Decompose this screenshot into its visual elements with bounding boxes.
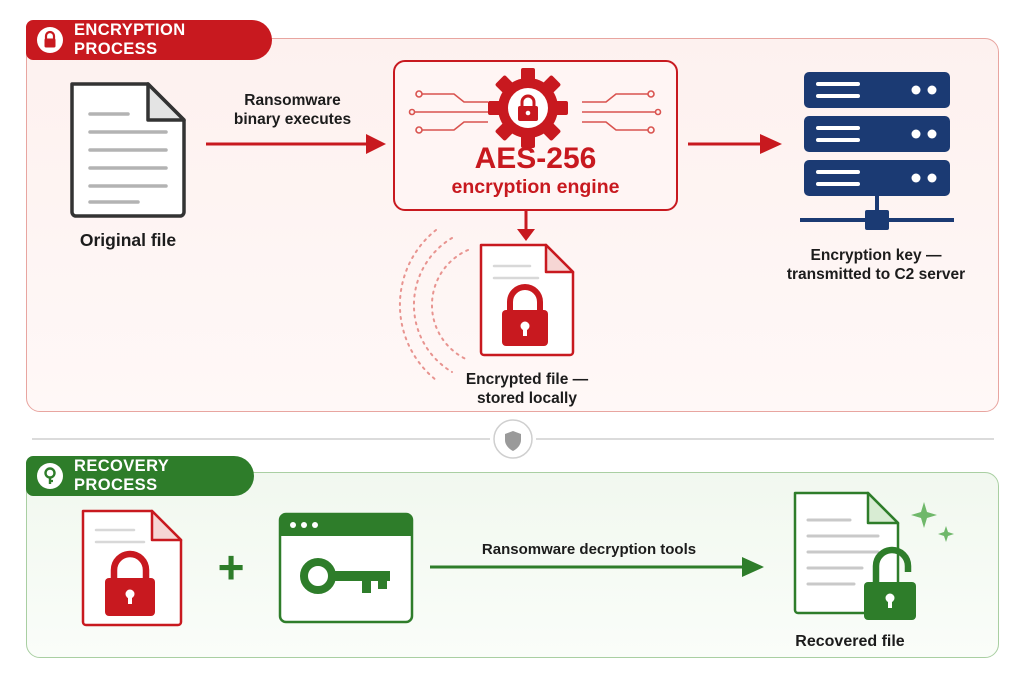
engine-subtitle: encryption engine (451, 176, 620, 198)
arrow-to-recovered-file (430, 557, 764, 577)
encryption-process-badge: ENCRYPTION PROCESS (26, 20, 272, 60)
browser-key-icon (278, 512, 414, 624)
encryption-badge-text: ENCRYPTION PROCESS (74, 21, 186, 58)
gear-lock-icon (488, 68, 568, 148)
ransomware-label-line1: Ransomware (244, 92, 341, 109)
decryption-tools-label: Ransomware decryption tools (481, 541, 697, 558)
arrow-to-engine (206, 134, 386, 154)
document-icon (70, 82, 186, 218)
circuit-lines-icon (582, 90, 662, 134)
unlocked-document-icon (793, 491, 916, 620)
arrow-to-encrypted-file (517, 211, 535, 241)
plus-sign: + (217, 541, 245, 593)
circuit-lines-icon (408, 90, 488, 134)
sparkle-icon (911, 502, 954, 542)
engine-title: AES-256 (474, 142, 597, 175)
lock-badge-icon (37, 27, 63, 53)
signal-arcs (398, 229, 469, 381)
recovery-badge-text: RECOVERY PROCESS (74, 457, 169, 494)
server-icon (800, 72, 954, 230)
key-badge-icon (37, 463, 63, 489)
shield-icon (505, 431, 521, 451)
locked-document-icon (81, 509, 183, 627)
arrow-to-server (688, 134, 782, 154)
encrypted-file-label-line1: Encrypted file — (465, 371, 589, 388)
recovered-file-label: Recovered file (795, 633, 905, 650)
locked-document-icon (479, 243, 575, 357)
section-divider (32, 419, 994, 459)
original-file-label: Original file (79, 230, 177, 250)
ransomware-label-line2: binary executes (233, 111, 352, 128)
encryption-key-label-line2: transmitted to C2 server (786, 266, 966, 283)
encrypted-file-label-line2: stored locally (477, 390, 577, 407)
recovery-process-badge: RECOVERY PROCESS (26, 456, 254, 496)
encryption-key-label-line1: Encryption key — (810, 247, 942, 264)
